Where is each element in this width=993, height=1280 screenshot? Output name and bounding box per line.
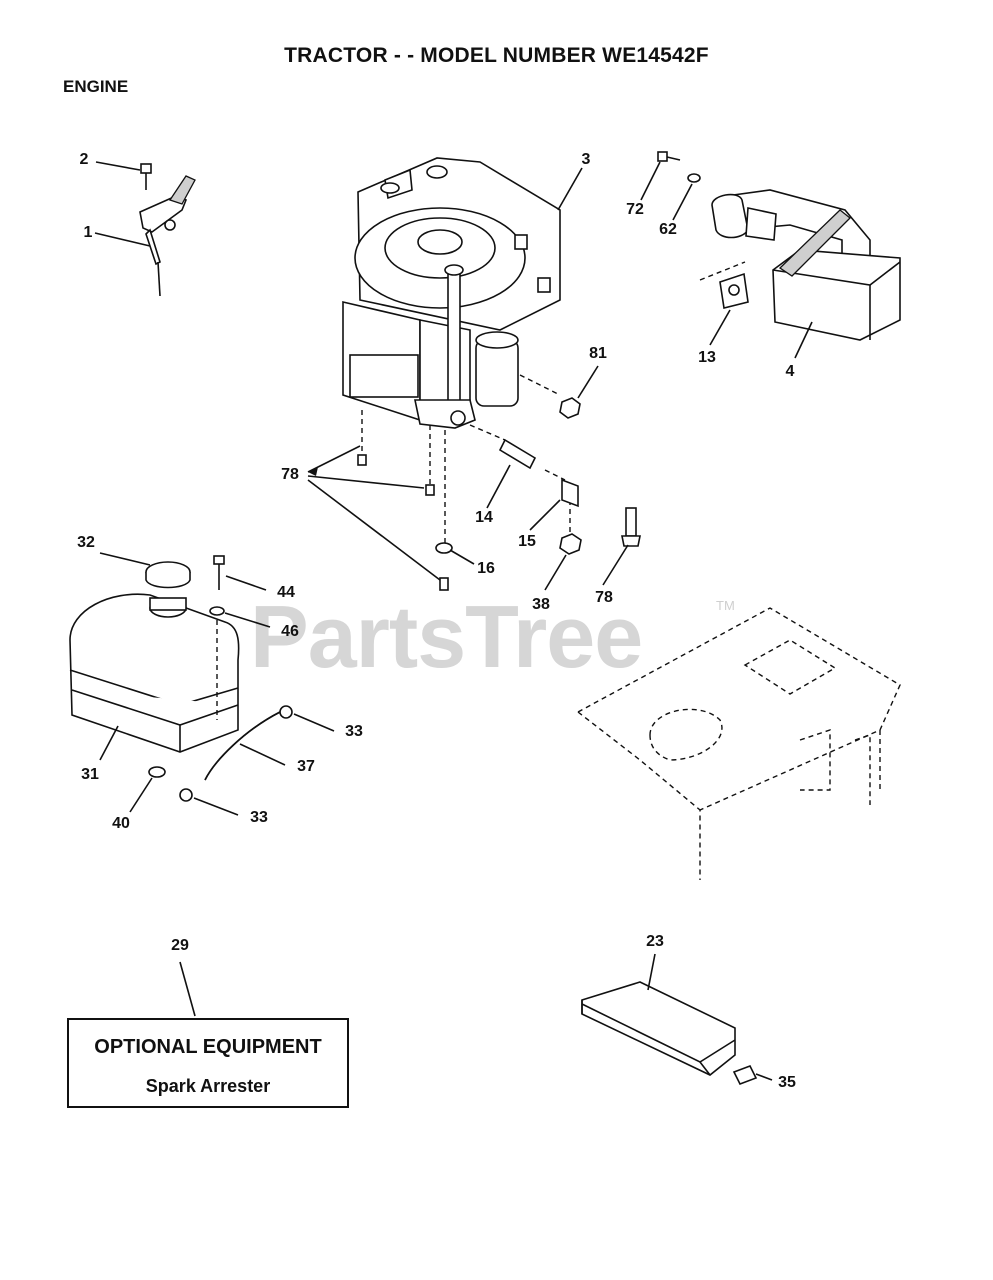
leader-38 — [544, 554, 567, 591]
watermark-logo: PartsTree — [250, 587, 643, 686]
leader-33a — [293, 713, 335, 732]
throttle-control-illustration — [139, 163, 196, 297]
callout-31: 31 — [81, 766, 99, 783]
callout-33-upper: 33 — [345, 723, 363, 740]
leader-62 — [672, 183, 693, 221]
leader-13 — [709, 309, 731, 346]
leader-29 — [179, 961, 196, 1017]
callout-33-lower: 33 — [250, 809, 268, 826]
callout-23: 23 — [646, 933, 664, 950]
optional-equipment-item: Spark Arrester — [145, 1076, 271, 1096]
fuel-tank-illustration — [69, 561, 240, 753]
callout-13: 13 — [698, 349, 716, 366]
callout-78-left: 78 — [281, 466, 299, 483]
leader-31 — [99, 725, 119, 761]
leader-72 — [640, 161, 661, 201]
callout-78-right: 78 — [595, 589, 613, 606]
leader-1 — [94, 232, 151, 247]
callout-16: 16 — [477, 560, 495, 577]
callout-46: 46 — [281, 623, 299, 640]
callout-37: 37 — [297, 758, 315, 775]
leader-23 — [647, 953, 656, 991]
leader-2 — [95, 161, 141, 171]
leader-78b — [307, 475, 425, 489]
callout-3: 3 — [581, 151, 591, 168]
callout-35: 35 — [778, 1074, 796, 1091]
optional-equipment-box: OPTIONAL EQUIPMENT Spark Arrester — [67, 1018, 349, 1108]
page-title: TRACTOR - - MODEL NUMBER WE14542F — [284, 44, 709, 67]
optional-equipment-title: OPTIONAL EQUIPMENT — [94, 1036, 322, 1058]
muffler-illustration — [711, 189, 901, 341]
leader-4 — [794, 321, 813, 359]
section-title: ENGINE — [63, 77, 129, 96]
leader-33b — [193, 797, 239, 816]
callout-1: 1 — [83, 224, 93, 241]
leader-40 — [129, 777, 153, 813]
callout-62: 62 — [659, 221, 677, 238]
callout-44: 44 — [277, 584, 295, 601]
leader-44 — [225, 575, 267, 591]
leader-81 — [577, 365, 599, 399]
leader-32 — [99, 552, 151, 566]
leader-78a — [307, 445, 361, 473]
leader-3 — [557, 167, 583, 211]
frame-illustration — [577, 607, 901, 880]
callout-29: 29 — [171, 937, 189, 954]
engine-illustration — [342, 157, 561, 429]
heat-shield-illustration — [581, 981, 736, 1076]
callout-2: 2 — [79, 151, 89, 168]
callout-15: 15 — [518, 533, 536, 550]
leader-78c — [307, 479, 441, 581]
callout-14: 14 — [475, 509, 493, 526]
callout-81: 81 — [589, 345, 607, 362]
leader-46 — [224, 612, 271, 628]
leader-37 — [239, 743, 286, 766]
leader-15 — [529, 499, 561, 531]
leader-14 — [486, 464, 511, 509]
leader-78d — [602, 544, 629, 586]
callout-38: 38 — [532, 596, 550, 613]
leader-16 — [449, 549, 475, 565]
callout-4: 4 — [785, 363, 795, 380]
watermark-tm: TM — [716, 598, 735, 613]
callout-32: 32 — [77, 534, 95, 551]
callout-40: 40 — [112, 815, 130, 832]
callout-72: 72 — [626, 201, 644, 218]
